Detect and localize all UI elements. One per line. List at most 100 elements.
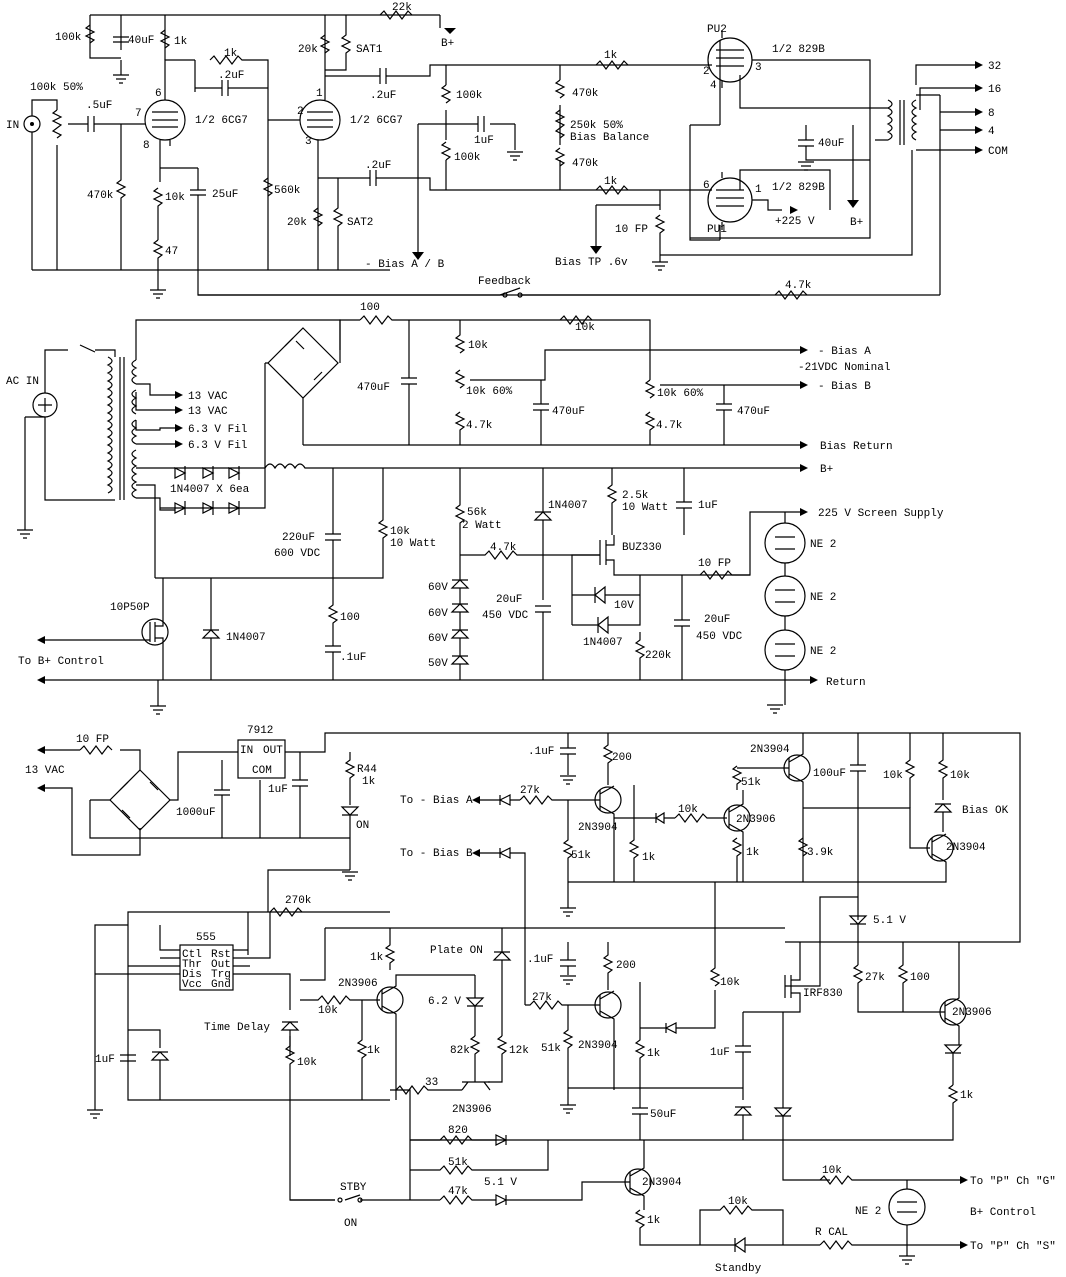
label-450v-b: 450 VDC — [696, 631, 743, 643]
ne2-a — [764, 522, 806, 564]
label-20uf-b: 20uF — [704, 614, 730, 626]
label-2n3904-c: 2N3904 — [946, 842, 986, 854]
wire-bias-mid — [568, 807, 930, 883]
arrow-13vac-l1 — [37, 746, 45, 754]
label-555-rst: Rst — [211, 949, 231, 961]
resistor-4k7-a — [454, 411, 466, 445]
label-4k7-a: 4.7k — [466, 420, 493, 432]
label-100-b: 100 — [340, 612, 360, 624]
label-pin2: 2 — [297, 106, 304, 118]
q-2n3906-b-leads — [381, 974, 475, 1100]
ground-ctrl-1 — [342, 871, 358, 881]
resistor-100k-b — [440, 141, 452, 161]
output-taps-wires — [660, 64, 975, 295]
label-bplus-ctrl: B+ Control — [970, 1207, 1036, 1219]
label-555-trg: Trg — [211, 969, 231, 981]
v1-cathode-wire — [159, 160, 198, 182]
control-section: 10 FP 13 VAC 7912 IN OUT COM 1000uF 1uF … — [25, 725, 1056, 1275]
cap-50uf — [632, 1107, 648, 1140]
ground-psu-2 — [767, 704, 783, 714]
label-40uf-top: 40uF — [128, 35, 154, 47]
bias-ab-arrow — [412, 252, 424, 260]
label-1n4007-c: 1N4007 — [226, 632, 266, 644]
resistor-10k-ctrl-a — [674, 813, 727, 823]
resistor-33 — [390, 1085, 462, 1140]
q-2n3906-b — [376, 986, 404, 1014]
ground-amp-2 — [507, 151, 523, 161]
cap-40uf-out — [798, 125, 870, 161]
sat1-res — [325, 15, 352, 71]
led-standby — [733, 1236, 820, 1254]
label-return: Return — [826, 677, 866, 689]
mosfet-irf830[interactable] — [743, 896, 858, 1013]
label-1k-g1: 1k — [604, 50, 618, 62]
resistor-1k-b — [731, 837, 743, 882]
tube-v2-internals — [268, 111, 333, 270]
label-10k-ctrl-b: 10k — [883, 770, 903, 782]
label-bias-balance: Bias Balance — [570, 132, 649, 144]
ground-amp-4 — [798, 161, 814, 171]
resistor-47k — [439, 1195, 496, 1205]
arrow-screen — [800, 508, 808, 516]
label-4k7-psu: 4.7k — [490, 542, 517, 554]
label-pot-b: 10k 60% — [657, 388, 704, 400]
label-bias-ab: - Bias A / B — [365, 259, 445, 271]
label-to-bias-b: To - Bias B — [400, 848, 473, 860]
label-on-led: ON — [356, 820, 369, 832]
feedback-switch[interactable] — [198, 287, 760, 296]
mosfet-10p50p[interactable] — [141, 618, 169, 646]
zener-stack — [450, 579, 470, 680]
label-829b-2: 1/2 829B — [772, 182, 825, 194]
arrow-13vac-l2 — [37, 784, 45, 792]
label-1k-fb: 1k — [224, 48, 238, 60]
resistor-100k-top — [84, 24, 96, 44]
stby-switch[interactable] — [290, 1140, 440, 1201]
stby-switch-contact-a — [337, 1197, 343, 1203]
ctrl-bridge[interactable] — [109, 769, 171, 831]
ground-psu-3 — [150, 705, 166, 715]
arrow-bias-a — [800, 346, 808, 354]
resistor-10k-ctrl-g — [819, 1175, 960, 1185]
label-1k-ctrl-f: 1k — [960, 1090, 974, 1102]
psu-section: AC IN 13 VAC 13 VAC 6.3 V Fil 6.3 V Fil … — [6, 302, 944, 715]
ac-wires — [24, 344, 116, 530]
label-time-delay: Time Delay — [204, 1022, 270, 1034]
cap-1uf — [477, 116, 485, 132]
q-2n3904-b-leads — [737, 733, 804, 882]
ne2-ctrl — [888, 1188, 926, 1226]
ground-amp-3 — [652, 261, 668, 271]
q-2n3906-d-leads — [944, 942, 960, 1045]
mosfet-buz330[interactable] — [571, 535, 750, 625]
label-bplus-psu: B+ — [820, 464, 833, 476]
label-plate-on: Plate ON — [430, 945, 483, 957]
resistor-10fp-ctrl — [79, 745, 113, 755]
input-wire — [31, 99, 58, 270]
zener-10v — [572, 585, 640, 605]
q-2n3906-c[interactable] — [461, 1080, 491, 1091]
arrow-13vac-a — [175, 391, 183, 399]
bias-tp-wire — [595, 190, 661, 248]
input-jack-pin — [30, 122, 34, 126]
label-13vac-ctrl: 13 VAC — [25, 765, 65, 777]
label-c-in: .5uF — [86, 100, 112, 112]
reg-7912 — [237, 739, 286, 779]
label-820: 820 — [448, 1125, 468, 1137]
transformer-taps — [135, 319, 341, 578]
led-bias-ok — [933, 803, 953, 832]
bias-bridge[interactable] — [267, 327, 339, 399]
label-20uf-a: 20uF — [496, 594, 522, 606]
ground-ctrl-2 — [560, 775, 576, 785]
label-25uf: 25uF — [212, 189, 238, 201]
resistor-200-b — [602, 942, 614, 990]
resistor-1k-g1 — [595, 60, 629, 70]
label-51k-b: 51k — [741, 777, 761, 789]
label-ne2-ctrl: NE 2 — [855, 1206, 881, 1218]
arrow-bias-return — [800, 441, 808, 449]
label-2n3904-d: 2N3904 — [578, 1040, 618, 1052]
ground-amp-1 — [150, 289, 166, 299]
diode-bars — [184, 466, 240, 515]
arrow-bias-b — [800, 381, 808, 389]
label-1k-ctrl-g: 1k — [647, 1215, 661, 1227]
label-2n3904-e: 2N3904 — [642, 1177, 682, 1189]
ground-ctrl-3 — [560, 907, 576, 917]
